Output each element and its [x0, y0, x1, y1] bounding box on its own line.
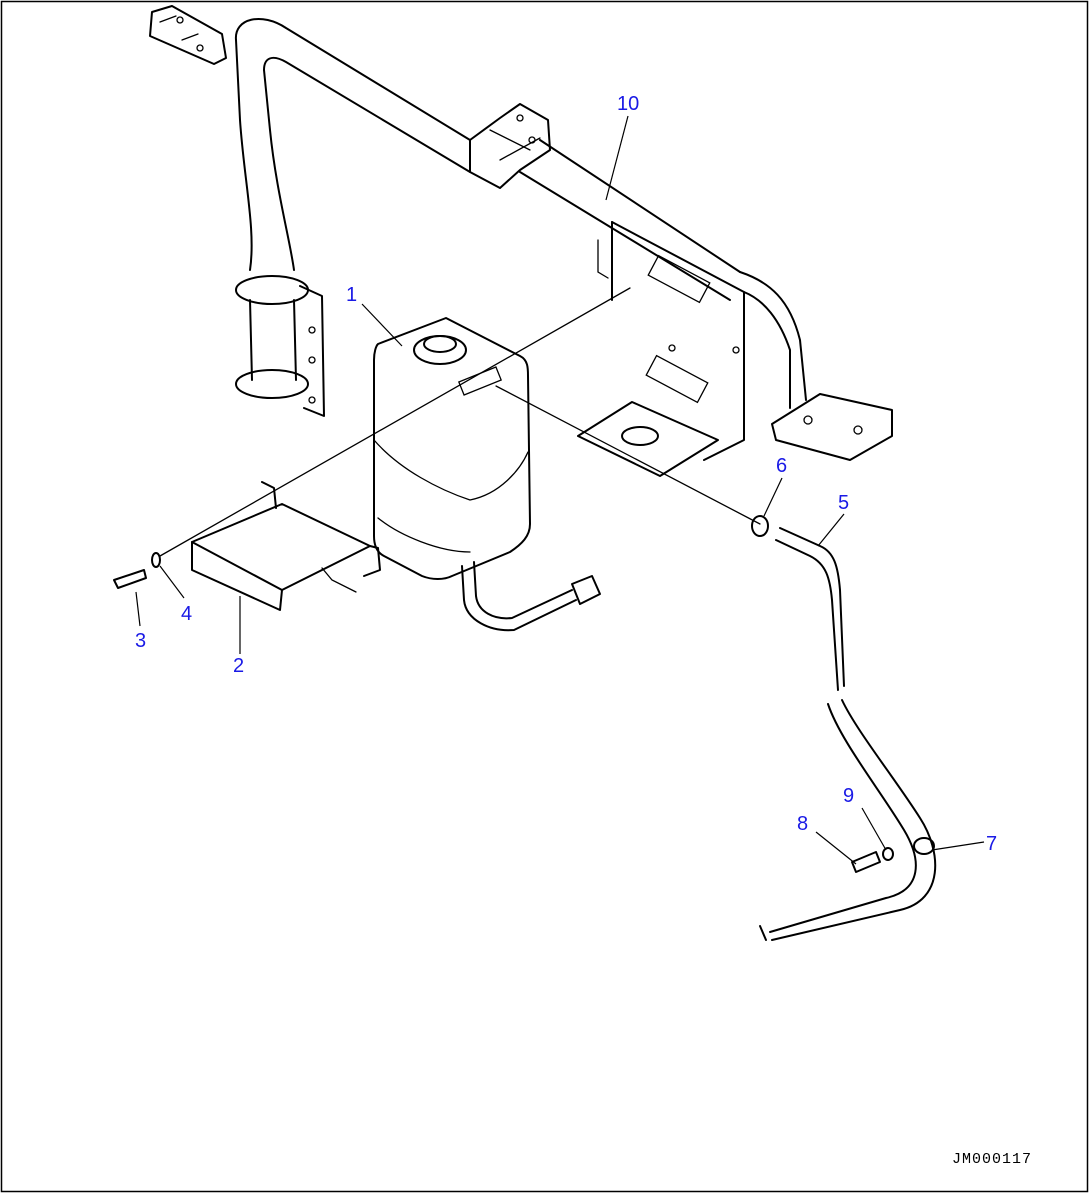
part-3-bolt — [113, 569, 147, 589]
callout-9: 9 — [843, 785, 854, 807]
callout-1: 1 — [346, 284, 357, 306]
callout-10: 10 — [617, 93, 639, 115]
part-6-clip — [751, 515, 769, 537]
part-7-clip — [913, 837, 935, 855]
callout-5: 5 — [838, 492, 849, 514]
part-4-washer — [151, 552, 161, 568]
assembly-guide-lines — [159, 287, 761, 557]
callout-6: 6 — [776, 455, 787, 477]
callout-4: 4 — [181, 603, 192, 625]
callout-2: 2 — [233, 655, 244, 677]
part-5-hose — [759, 527, 937, 941]
callout-3: 3 — [135, 630, 146, 652]
leader-lines — [135, 115, 985, 865]
part-9-washer — [882, 847, 894, 861]
part-2-bracket — [191, 481, 381, 611]
callout-8: 8 — [797, 813, 808, 835]
part-10-rail-frame — [149, 5, 893, 477]
part-8-bolt — [851, 851, 881, 873]
drawing-code: JM000117 — [952, 1151, 1032, 1168]
part-1-washer-tank — [373, 317, 601, 632]
callout-7: 7 — [986, 833, 997, 855]
